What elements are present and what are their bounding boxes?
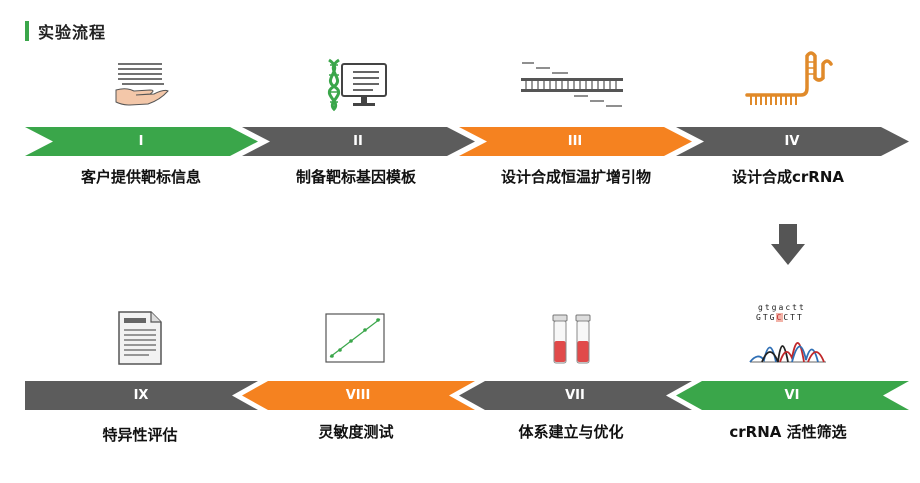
crrna-icon — [745, 51, 833, 105]
down-arrow-icon — [771, 224, 805, 265]
section-header: 实验流程 — [25, 21, 107, 42]
step-3-numeral: III — [567, 134, 583, 149]
step-6-numeral: VI — [784, 388, 800, 403]
step-9-numeral: IX — [133, 388, 149, 403]
arrow-step-3 — [459, 127, 692, 156]
header-accent-bar — [25, 21, 29, 41]
chromatogram-icon — [749, 342, 826, 363]
hand-document-icon — [115, 63, 169, 106]
step-4-numeral: IV — [784, 134, 800, 149]
arrow-step-2 — [242, 127, 475, 156]
mutation-highlight: C — [776, 313, 784, 322]
step-6-label: crRNA 活性筛选 — [729, 423, 847, 441]
arrow-step-7 — [459, 381, 692, 410]
arrow-step-8 — [242, 381, 475, 410]
arrow-step-4 — [676, 127, 909, 156]
step-9-label: 特异性评估 — [102, 426, 178, 444]
step-4-label: 设计合成crRNA — [731, 168, 844, 186]
sequence-top: gtgactt — [758, 303, 806, 312]
step-8-numeral: VIII — [345, 388, 371, 403]
step-2-label: 制备靶标基因模板 — [295, 168, 416, 186]
step-1-numeral: I — [138, 134, 144, 149]
sequence-bottom: GTGCCTT — [756, 313, 804, 322]
test-tubes-icon — [552, 314, 591, 364]
page-title: 实验流程 — [38, 23, 107, 42]
step-1-label: 客户提供靶标信息 — [80, 168, 201, 186]
report-icon — [118, 311, 162, 365]
dna-monitor-icon — [327, 58, 387, 112]
step-8-label: 灵敏度测试 — [318, 423, 394, 441]
line-plot-icon — [325, 313, 385, 363]
step-2-numeral: II — [353, 134, 363, 149]
arrow-step-9 — [25, 381, 258, 410]
step-3-label: 设计合成恒温扩增引物 — [500, 168, 651, 186]
primer-icon — [521, 62, 623, 107]
step-7-label: 体系建立与优化 — [518, 423, 624, 441]
arrow-step-1 — [25, 127, 258, 156]
arrow-step-6 — [676, 381, 909, 410]
step-7-numeral: VII — [565, 388, 585, 403]
